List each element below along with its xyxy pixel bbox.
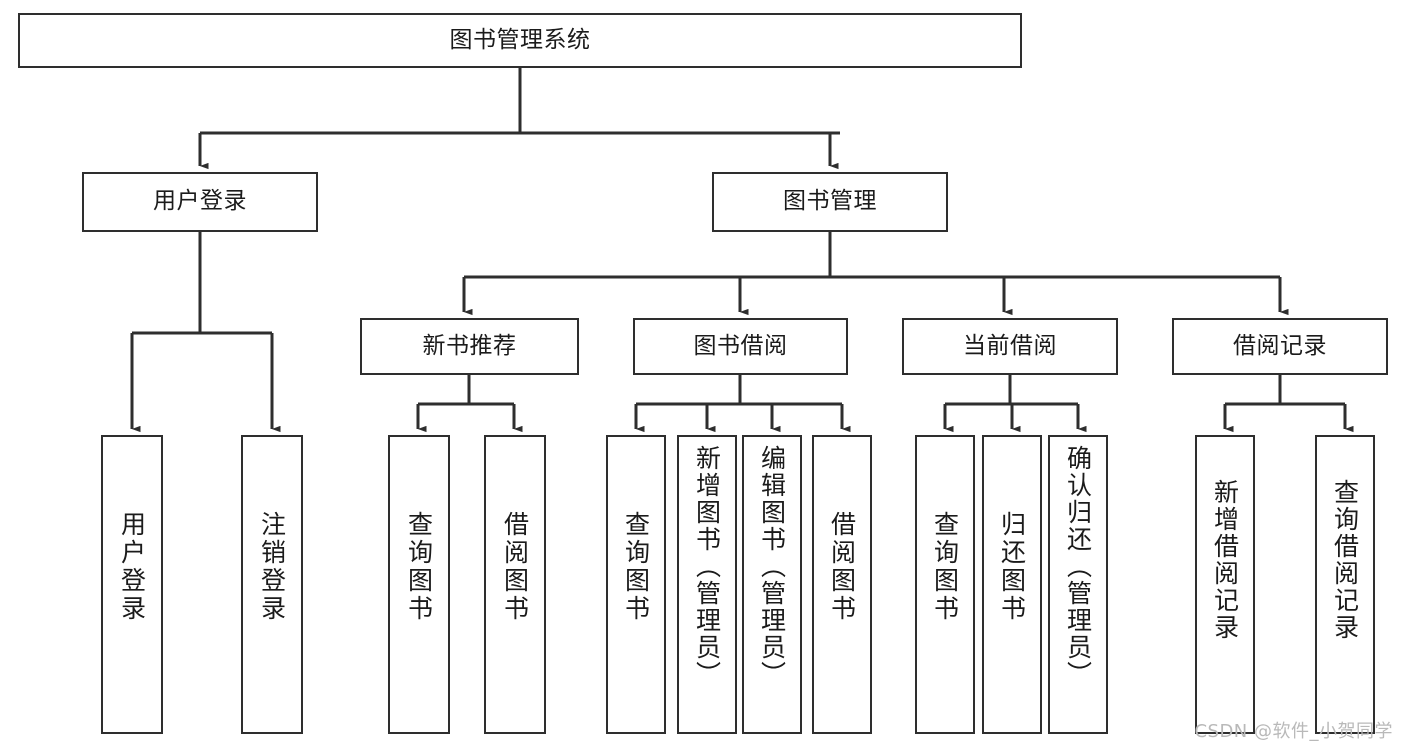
node-leaf-query-book-borrow-label: 查询图书	[621, 511, 651, 623]
node-new-book-recommend-label: 新书推荐	[422, 332, 517, 359]
node-leaf-add-borrow-record[interactable]: 新增借阅记录	[1195, 435, 1255, 734]
node-leaf-user-logout[interactable]: 注销登录	[241, 435, 303, 734]
node-new-book-recommend[interactable]: 新书推荐	[360, 318, 579, 375]
node-book-borrow-label: 图书借阅	[693, 332, 788, 359]
node-leaf-edit-book-label: 编辑图书（管理员）	[757, 445, 787, 688]
node-book-manage-label: 图书管理	[783, 188, 877, 215]
csdn-watermark: CSDN @软件_小贺同学	[1194, 721, 1393, 742]
node-borrow-record-label: 借阅记录	[1233, 332, 1327, 359]
node-current-borrow[interactable]: 当前借阅	[902, 318, 1118, 375]
node-leaf-query-book-current-label: 查询图书	[930, 511, 960, 623]
node-leaf-query-book-recommend-label: 查询图书	[404, 511, 434, 623]
node-book-manage[interactable]: 图书管理	[712, 172, 948, 232]
node-leaf-confirm-return-label: 确认归还（管理员）	[1063, 445, 1093, 688]
node-book-borrow[interactable]: 图书借阅	[633, 318, 848, 375]
node-leaf-query-borrow-record-label: 查询借阅记录	[1330, 479, 1360, 641]
node-leaf-user-logout-label: 注销登录	[257, 511, 287, 623]
node-root-label: 图书管理系统	[449, 26, 591, 53]
node-root[interactable]: 图书管理系统	[18, 13, 1022, 68]
node-leaf-user-login[interactable]: 用户登录	[101, 435, 163, 734]
node-leaf-query-book-recommend[interactable]: 查询图书	[388, 435, 450, 734]
node-leaf-borrow-book-label: 借阅图书	[827, 511, 857, 623]
node-leaf-borrow-book[interactable]: 借阅图书	[812, 435, 872, 734]
node-user-login[interactable]: 用户登录	[82, 172, 318, 232]
node-leaf-query-book-current[interactable]: 查询图书	[915, 435, 975, 734]
node-user-login-label: 用户登录	[153, 188, 247, 215]
node-leaf-edit-book[interactable]: 编辑图书（管理员）	[742, 435, 802, 734]
node-leaf-return-book[interactable]: 归还图书	[982, 435, 1042, 734]
node-leaf-confirm-return[interactable]: 确认归还（管理员）	[1048, 435, 1108, 734]
node-leaf-add-book-label: 新增图书（管理员）	[692, 445, 722, 688]
node-borrow-record[interactable]: 借阅记录	[1172, 318, 1388, 375]
node-leaf-query-borrow-record[interactable]: 查询借阅记录	[1315, 435, 1375, 734]
node-leaf-borrow-book-recommend[interactable]: 借阅图书	[484, 435, 546, 734]
node-leaf-user-login-label: 用户登录	[117, 511, 147, 623]
node-leaf-query-book-borrow[interactable]: 查询图书	[606, 435, 666, 734]
node-leaf-borrow-book-recommend-label: 借阅图书	[500, 511, 530, 623]
node-leaf-return-book-label: 归还图书	[997, 511, 1027, 623]
node-leaf-add-borrow-record-label: 新增借阅记录	[1210, 479, 1240, 641]
node-current-borrow-label: 当前借阅	[963, 332, 1057, 359]
node-leaf-add-book[interactable]: 新增图书（管理员）	[677, 435, 737, 734]
